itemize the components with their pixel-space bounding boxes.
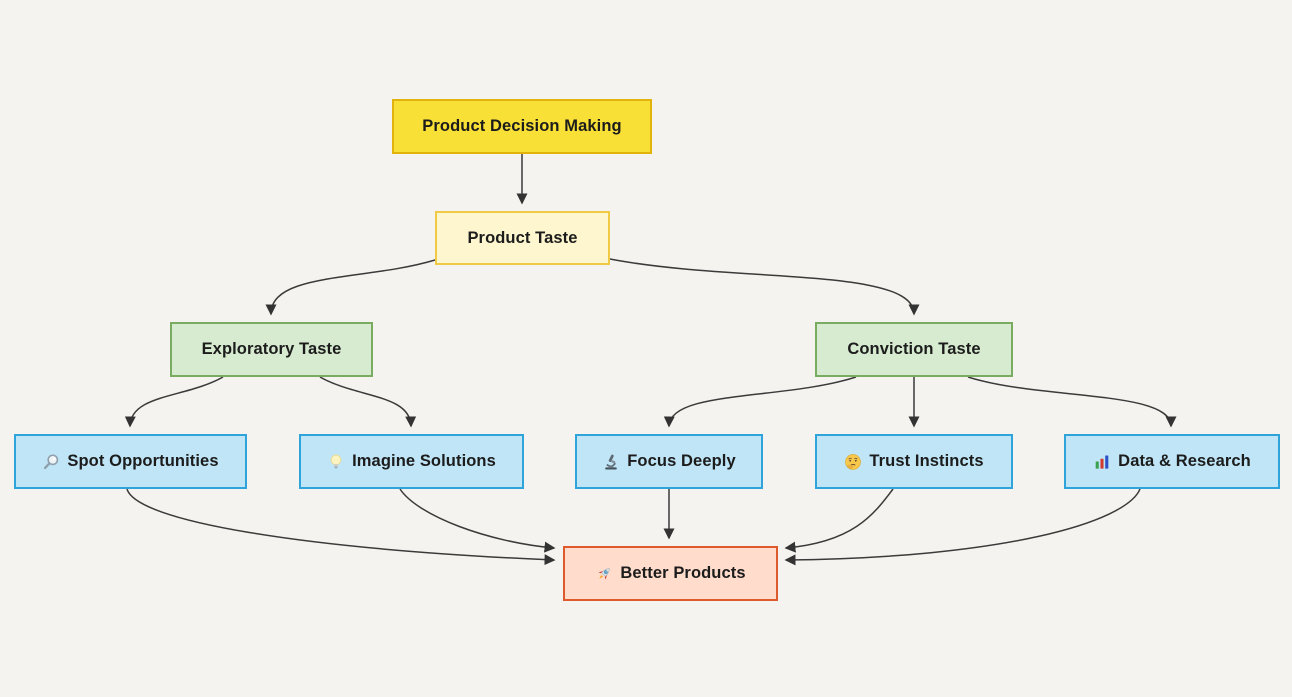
node-exploratory-taste: Exploratory Taste bbox=[170, 322, 373, 377]
node-data-research: Data & Research bbox=[1064, 434, 1280, 489]
node-better-products: Better Products bbox=[563, 546, 778, 601]
edge-exploratory-to-spot bbox=[124, 376, 224, 428]
microscope-icon bbox=[602, 453, 620, 471]
edge-taste-to-conviction bbox=[609, 258, 920, 316]
node-trust-instincts: Trust Instincts bbox=[815, 434, 1013, 489]
node-label: Imagine Solutions bbox=[352, 452, 496, 470]
magnifier-icon bbox=[42, 453, 60, 471]
node-label: Focus Deeply bbox=[627, 452, 736, 470]
node-label: Product Decision Making bbox=[422, 117, 622, 135]
rocket-icon bbox=[595, 565, 613, 583]
node-label: Spot Opportunities bbox=[67, 452, 219, 470]
node-product-decision-making: Product Decision Making bbox=[392, 99, 652, 154]
thinking-face-icon bbox=[844, 453, 862, 471]
edge-exploratory-to-imagine bbox=[319, 376, 417, 428]
node-conviction-taste: Conviction Taste bbox=[815, 322, 1013, 377]
edge-data-to-better bbox=[784, 488, 1141, 566]
node-label: Product Taste bbox=[467, 228, 578, 247]
edge-spot-to-better bbox=[126, 488, 556, 566]
node-label: Better Products bbox=[620, 564, 746, 582]
lightbulb-icon bbox=[327, 453, 345, 471]
node-spot-opportunities: Spot Opportunities bbox=[14, 434, 247, 489]
node-focus-deeply: Focus Deeply bbox=[575, 434, 763, 489]
node-label: Exploratory Taste bbox=[201, 340, 342, 358]
node-product-taste: Product Taste bbox=[435, 211, 610, 265]
edge-conviction-to-focus bbox=[663, 376, 857, 428]
edge-conviction-to-data bbox=[967, 376, 1177, 428]
node-imagine-solutions: Imagine Solutions bbox=[299, 434, 524, 489]
node-label: Conviction Taste bbox=[847, 340, 981, 358]
edge-trust-to-better bbox=[784, 488, 894, 553]
edge-taste-to-exploratory bbox=[265, 259, 436, 316]
bar-chart-icon bbox=[1093, 453, 1111, 471]
node-label: Trust Instincts bbox=[869, 452, 984, 470]
edge-imagine-to-better bbox=[399, 488, 556, 553]
node-label: Data & Research bbox=[1118, 452, 1251, 470]
